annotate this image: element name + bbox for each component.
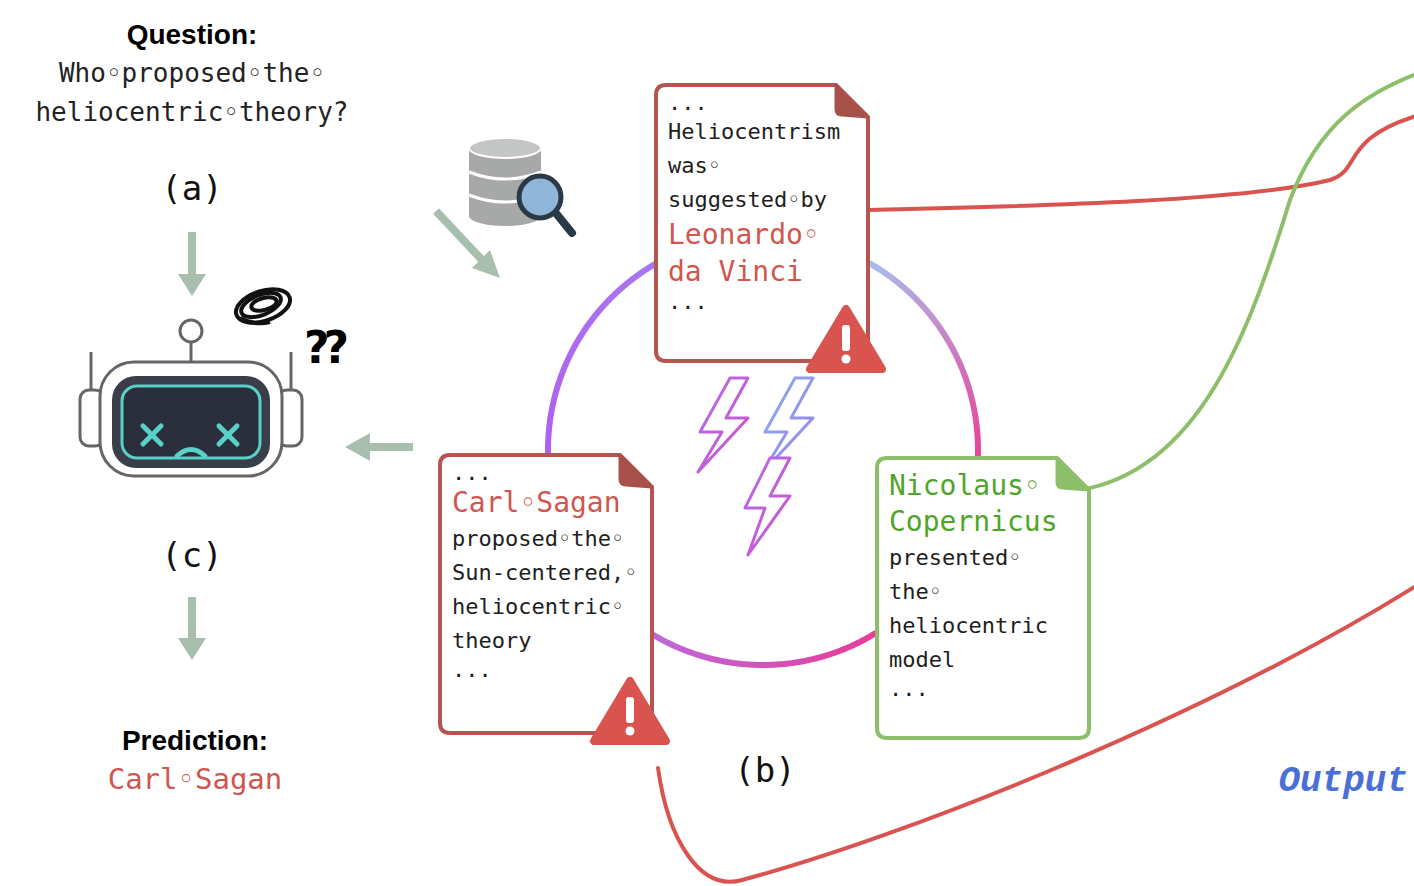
output-label: Output xyxy=(1208,760,1408,803)
robot-icon xyxy=(143,426,161,444)
warning-icon xyxy=(594,681,666,741)
conflict-bolts xyxy=(698,378,813,555)
ellipsis: ... xyxy=(452,658,640,682)
warning-icon xyxy=(626,727,635,736)
warning-icon xyxy=(842,325,850,351)
arrow-head xyxy=(178,274,206,296)
confusion-mark: ?? xyxy=(304,326,384,370)
arrow-head xyxy=(178,638,206,660)
doc-text: Heliocentrism was◦ suggested◦by xyxy=(668,115,856,217)
robot-icon xyxy=(100,362,282,476)
document-card: Nicolaus◦ Copernicuspresented◦ the◦ heli… xyxy=(877,458,1089,738)
document-card: ...Carl◦Saganproposed◦the◦ Sun-centered,… xyxy=(440,455,652,733)
step-label: (a) xyxy=(142,168,242,209)
warning-icon xyxy=(842,355,851,364)
ellipsis: ... xyxy=(668,91,856,115)
robot-icon xyxy=(190,342,193,362)
database-icon xyxy=(469,138,572,233)
prediction-text: Carl◦Sagan xyxy=(65,762,325,797)
entity-name: Leonardo◦ da Vinci xyxy=(668,217,856,290)
scribble xyxy=(238,288,284,322)
robot-icon xyxy=(80,320,302,476)
arrow-head xyxy=(472,250,500,278)
heading-label: Question: xyxy=(42,18,342,52)
document-card: ...Heliocentrism was◦ suggested◦byLeonar… xyxy=(656,85,868,361)
database-icon xyxy=(555,212,572,233)
document-border xyxy=(877,458,1089,738)
robot-icon xyxy=(180,320,202,342)
robot-icon xyxy=(290,352,293,392)
bolt xyxy=(698,378,748,472)
ellipsis: ... xyxy=(668,290,856,314)
robot-icon xyxy=(219,426,237,444)
folded-corner xyxy=(836,85,868,117)
robot-icon xyxy=(219,426,237,444)
warning-icon xyxy=(810,309,882,369)
ring-connector xyxy=(548,264,655,455)
output-curves xyxy=(658,74,1414,882)
arrow-head xyxy=(345,433,370,461)
step-label: (b) xyxy=(715,750,815,791)
arrow-shaft xyxy=(368,443,413,451)
heading-label: Prediction: xyxy=(65,724,325,758)
doc-text: presented◦ the◦ heliocentric model xyxy=(889,541,1077,677)
scribble xyxy=(232,283,295,329)
bolt xyxy=(745,458,790,555)
ellipsis: ... xyxy=(452,461,640,485)
scribble xyxy=(240,318,270,323)
scribble xyxy=(250,295,278,313)
question-text: Who◦proposed◦the◦ heliocentric◦theory? xyxy=(2,54,382,132)
robot-icon xyxy=(177,450,205,457)
warning-icon xyxy=(810,309,882,369)
folded-corner xyxy=(1057,458,1089,490)
warning-icon xyxy=(626,697,634,723)
green-curve xyxy=(1080,74,1414,490)
ring-connector xyxy=(653,632,877,665)
folded-corner xyxy=(620,455,652,487)
warning-icon xyxy=(594,681,666,741)
database-icon xyxy=(469,138,541,158)
entity-name: Nicolaus◦ Copernicus xyxy=(889,468,1077,541)
database-icon xyxy=(519,176,561,218)
ring-connector xyxy=(869,263,978,457)
robot-icon xyxy=(112,376,270,468)
arrow-shaft xyxy=(188,597,196,640)
entity-name: Carl◦Sagan xyxy=(452,485,640,521)
ellipsis: ... xyxy=(889,677,1077,701)
step-label: (c) xyxy=(142,535,242,576)
robot-icon xyxy=(143,426,161,444)
doc-text: proposed◦the◦ Sun-centered,◦ heliocentri… xyxy=(452,522,640,658)
arrow-shaft xyxy=(188,232,196,276)
robot-icon xyxy=(90,352,93,392)
scribble xyxy=(232,283,295,329)
robot-icon xyxy=(143,426,237,456)
robot-icon xyxy=(122,386,260,458)
